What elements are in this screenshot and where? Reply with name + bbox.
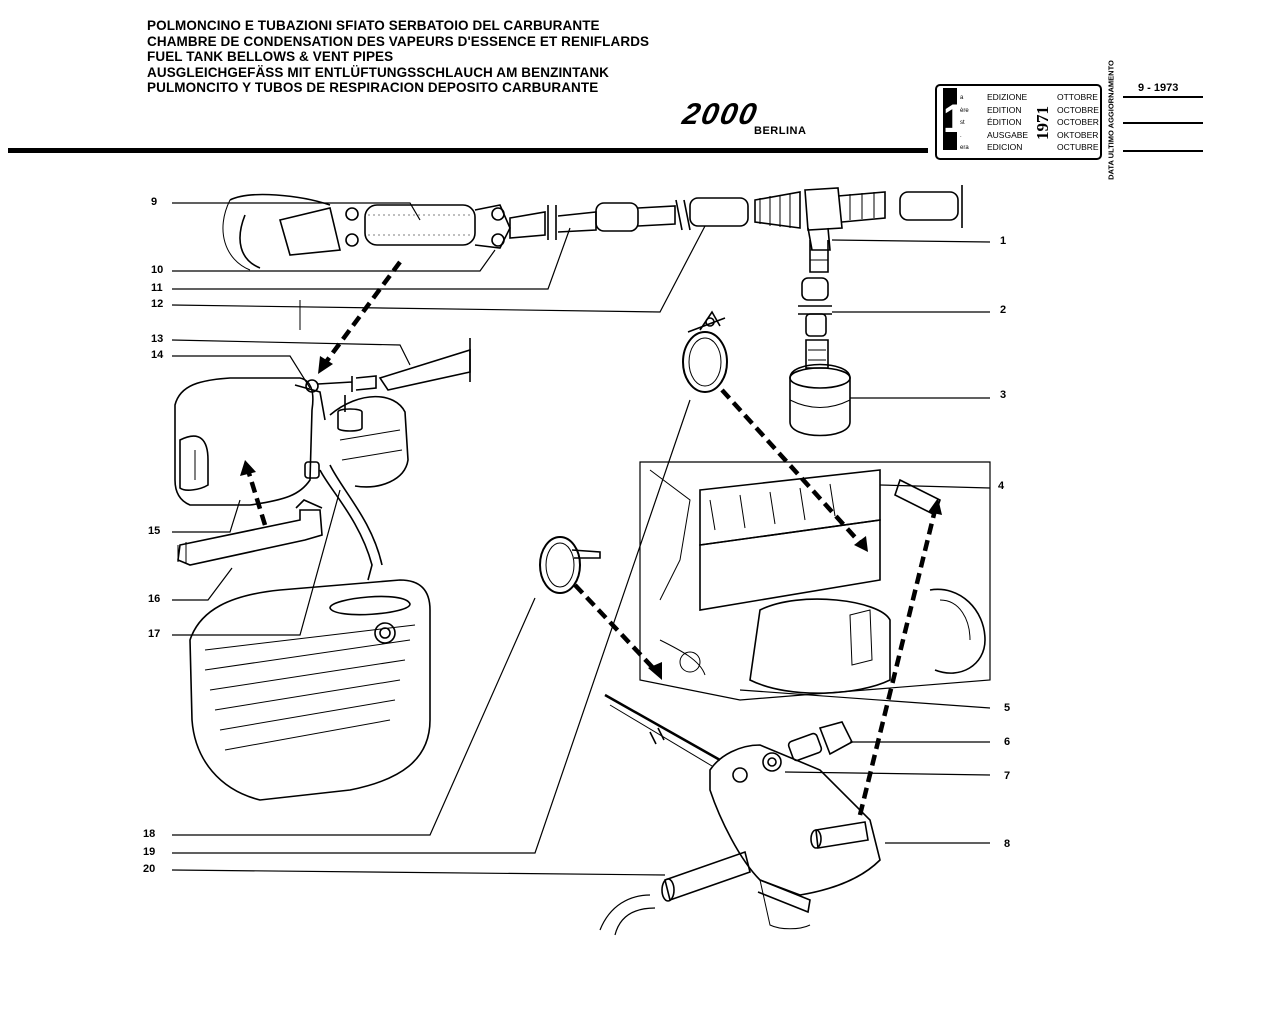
edition-months: OTTOBRE OCTOBRE OCTOBER OKTOBER OCTUBRE	[1057, 91, 1099, 154]
engine-bay-view	[639, 461, 991, 701]
callout-17: 17	[148, 628, 161, 640]
callout-5: 5	[1004, 702, 1011, 714]
edition-ordinal: st	[960, 120, 965, 126]
edition-label: EDIZIONE	[987, 92, 1028, 102]
callout-14: 14	[151, 349, 164, 361]
edition-month: OTTOBRE	[1057, 92, 1098, 102]
update-line	[1123, 150, 1203, 152]
callout-20: 20	[143, 863, 156, 875]
update-line	[1123, 96, 1203, 98]
leader-lines	[171, 202, 991, 876]
bellows-canister	[174, 338, 471, 581]
edition-label: AUSGABE	[987, 129, 1029, 140]
fuel-tank	[189, 395, 431, 801]
edition-ordinal: era	[960, 145, 969, 151]
title-french: CHAMBRE DE CONDENSATION DES VAPEURS D'ES…	[147, 33, 650, 49]
edition-box: 1 a ère st . era EDIZIONE EDITION ÉDITIO…	[935, 84, 1102, 160]
callout-4: 4	[998, 480, 1005, 492]
callout-11: 11	[151, 282, 163, 294]
update-line	[1123, 122, 1203, 124]
title-block: POLMONCINO E TUBAZIONI SFIATO SERBATOIO …	[147, 18, 649, 96]
edition-ordinal: a	[960, 95, 964, 101]
edition-label: ÉDITION	[987, 117, 1022, 127]
assembly-arrows	[245, 260, 938, 816]
callout-13: 13	[151, 333, 164, 345]
update-date: 9 - 1973	[1138, 82, 1179, 94]
callout-16: 16	[148, 593, 161, 605]
callout-8: 8	[1004, 838, 1011, 850]
callout-6: 6	[1004, 736, 1011, 748]
edition-month: OCTOBER	[1057, 117, 1099, 127]
callout-1: 1	[1000, 235, 1007, 247]
edition-ordinal: ère	[960, 107, 969, 114]
callout-15: 15	[148, 525, 161, 537]
tank-strap	[177, 499, 323, 566]
callout-18: 18	[143, 828, 156, 840]
mounting-bracket	[599, 693, 881, 936]
callout-19: 19	[143, 846, 156, 858]
edition-month: OCTOBRE	[1057, 104, 1099, 115]
callout-2: 2	[1000, 304, 1007, 316]
bellows-hose-assembly	[222, 185, 963, 437]
edition-label: EDITION	[987, 104, 1022, 115]
arrow-heads	[240, 356, 942, 680]
callout-12: 12	[151, 298, 164, 310]
edition-month: OKTOBER	[1057, 129, 1099, 140]
callout-10: 10	[151, 264, 164, 276]
hose-clamps	[539, 310, 728, 594]
edition-number: 1	[943, 88, 957, 150]
title-italian: POLMONCINO E TUBAZIONI SFIATO SERBATOIO …	[147, 18, 600, 33]
edition-labels: EDIZIONE EDITION ÉDITION AUSGABE EDICION	[987, 91, 1028, 154]
title-english: FUEL TANK BELLOWS & VENT PIPES	[147, 49, 394, 64]
callout-7: 7	[1004, 770, 1011, 782]
header-rule	[8, 148, 928, 153]
edition-ordinals: a ère st . era	[960, 92, 969, 155]
edition-label: EDICION	[987, 142, 1023, 152]
callout-9: 9	[151, 196, 158, 208]
model-variant: BERLINA	[754, 125, 807, 137]
callout-3: 3	[1000, 389, 1007, 401]
edition-ordinal: .	[960, 132, 962, 139]
edition-month: OCTUBRE	[1057, 142, 1099, 152]
title-german: AUSGLEICHGEFÄSS MIT ENTLÜFTUNGSSCHLAUCH …	[147, 64, 610, 80]
title-spanish: PULMONCITO Y TUBOS DE RESPIRACION DEPOSI…	[147, 80, 599, 95]
